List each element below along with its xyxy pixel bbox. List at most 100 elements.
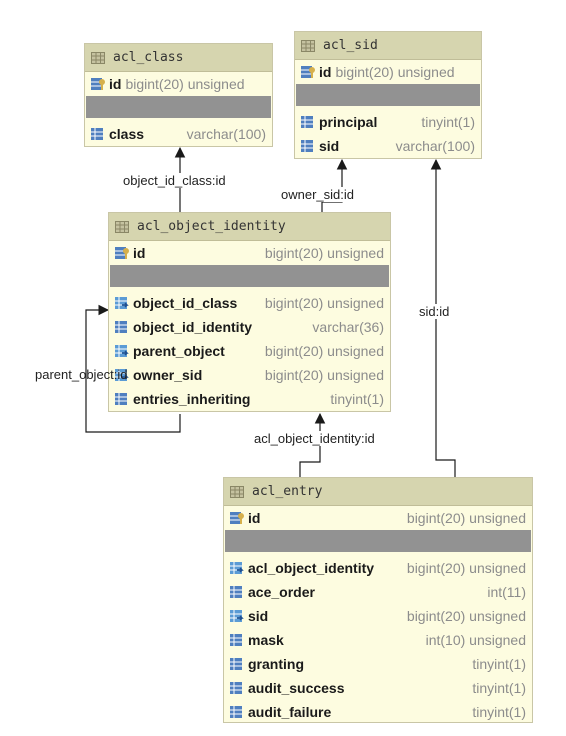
table-acl-entry[interactable]: acl_entry id bigint(20) unsigned acl_obj… — [223, 477, 533, 723]
column-row-id[interactable]: id bigint(20) unsigned — [224, 506, 532, 530]
column-name: audit_success — [248, 680, 345, 696]
table-icon — [230, 485, 244, 498]
foreign-key-column-icon — [115, 345, 129, 357]
column-row-granting[interactable]: granting tinyint(1) — [224, 652, 532, 676]
column-name: entries_inheriting — [133, 391, 251, 407]
column-row-class[interactable]: class varchar(100) — [85, 122, 272, 146]
foreign-key-column-icon — [230, 610, 244, 622]
column-name: object_id_identity — [133, 319, 253, 335]
column-type: bigint(20) unsigned — [406, 510, 526, 526]
column-row-id[interactable]: id bigint(20) unsigned — [109, 241, 390, 265]
separator-bar — [296, 84, 480, 106]
column-row-object-id-identity[interactable]: object_id_identity varchar(36) — [109, 315, 390, 339]
table-icon — [301, 39, 315, 52]
table-header: acl_sid — [295, 32, 481, 60]
column-name: id — [133, 245, 146, 261]
column-name: id — [109, 76, 122, 92]
column-type: bigint(20) unsigned — [264, 343, 384, 359]
relation-label-acl-object-identity: acl_object_identity:id — [253, 431, 376, 446]
table-header: acl_class — [85, 44, 272, 72]
column-name: mask — [248, 632, 284, 648]
column-name: audit_failure — [248, 704, 332, 720]
column-type: int(10) unsigned — [425, 632, 526, 648]
column-name: acl_object_identity — [248, 560, 375, 576]
table-title: acl_sid — [323, 38, 378, 53]
column-type: bigint(20) unsigned — [125, 76, 245, 92]
index-column-icon — [115, 321, 127, 333]
relation-label-object-id-class: object_id_class:id — [122, 173, 227, 188]
column-type: bigint(20) unsigned — [335, 64, 455, 80]
column-name: id — [319, 64, 332, 80]
column-type: int(11) — [487, 584, 526, 600]
column-name: class — [109, 126, 145, 142]
table-title: acl_entry — [252, 484, 323, 499]
column-name: id — [248, 510, 261, 526]
table-icon — [91, 51, 105, 64]
column-icon — [115, 393, 127, 405]
column-icon — [230, 658, 242, 670]
column-row-ace-order[interactable]: ace_order int(11) — [224, 580, 532, 604]
primary-key-icon — [91, 78, 105, 90]
column-row-object-id-class[interactable]: object_id_class bigint(20) unsigned — [109, 291, 390, 315]
column-type: tinyint(1) — [472, 656, 526, 672]
relation-label-owner-sid: owner_sid:id — [280, 187, 355, 202]
column-row-audit-failure[interactable]: audit_failure tinyint(1) — [224, 700, 532, 724]
column-name: owner_sid — [133, 367, 203, 383]
table-header: acl_entry — [224, 478, 532, 506]
foreign-key-column-icon — [115, 369, 129, 381]
column-row-id[interactable]: id bigint(20) unsigned — [295, 60, 481, 84]
column-row-audit-success[interactable]: audit_success tinyint(1) — [224, 676, 532, 700]
column-name: parent_object — [133, 343, 225, 359]
column-icon — [230, 682, 242, 694]
column-row-id[interactable]: id bigint(20) unsigned — [85, 72, 272, 96]
separator-bar — [86, 96, 271, 118]
index-column-icon — [301, 140, 313, 152]
table-acl-object-identity[interactable]: acl_object_identity id bigint(20) unsign… — [108, 212, 391, 412]
column-name: sid — [248, 608, 269, 624]
column-type: bigint(20) unsigned — [264, 295, 384, 311]
index-column-icon — [230, 586, 242, 598]
table-acl-class[interactable]: acl_class id bigint(20) unsigned class v… — [84, 43, 273, 147]
primary-key-icon — [115, 247, 129, 259]
column-row-parent-object[interactable]: parent_object bigint(20) unsigned — [109, 339, 390, 363]
table-acl-sid[interactable]: acl_sid id bigint(20) unsigned principal… — [294, 31, 482, 159]
column-type: varchar(100) — [395, 138, 475, 154]
column-icon — [230, 706, 242, 718]
table-title: acl_object_identity — [137, 219, 286, 234]
column-type: varchar(36) — [312, 319, 384, 335]
index-column-icon — [301, 116, 313, 128]
column-row-sid[interactable]: sid varchar(100) — [295, 134, 481, 158]
column-type: bigint(20) unsigned — [264, 367, 384, 383]
column-name: sid — [319, 138, 340, 154]
primary-key-icon — [230, 512, 244, 524]
column-name: principal — [319, 114, 378, 130]
column-row-principal[interactable]: principal tinyint(1) — [295, 110, 481, 134]
column-type: tinyint(1) — [421, 114, 475, 130]
relation-label-sid: sid:id — [418, 304, 451, 319]
column-type: varchar(100) — [186, 126, 266, 142]
foreign-key-column-icon — [115, 297, 129, 309]
relation-label-parent-object: parent_object:id — [35, 367, 128, 382]
column-type: bigint(20) unsigned — [406, 608, 526, 624]
column-type: bigint(20) unsigned — [406, 560, 526, 576]
table-header: acl_object_identity — [109, 213, 390, 241]
column-type: tinyint(1) — [472, 680, 526, 696]
column-name: granting — [248, 656, 304, 672]
column-type: tinyint(1) — [472, 704, 526, 720]
column-row-entries-inheriting[interactable]: entries_inheriting tinyint(1) — [109, 387, 390, 411]
column-icon — [230, 634, 242, 646]
table-title: acl_class — [113, 50, 184, 65]
edge-owner-sid — [321, 158, 348, 212]
foreign-key-column-icon — [230, 562, 244, 574]
column-name: ace_order — [248, 584, 315, 600]
column-row-sid[interactable]: sid bigint(20) unsigned — [224, 604, 532, 628]
column-type: bigint(20) unsigned — [264, 245, 384, 261]
column-row-acl-object-identity[interactable]: acl_object_identity bigint(20) unsigned — [224, 556, 532, 580]
separator-bar — [110, 265, 389, 287]
separator-bar — [225, 530, 531, 552]
primary-key-icon — [301, 66, 315, 78]
index-column-icon — [91, 128, 103, 140]
column-row-owner-sid[interactable]: owner_sid bigint(20) unsigned — [109, 363, 390, 387]
column-row-mask[interactable]: mask int(10) unsigned — [224, 628, 532, 652]
table-icon — [115, 220, 129, 233]
